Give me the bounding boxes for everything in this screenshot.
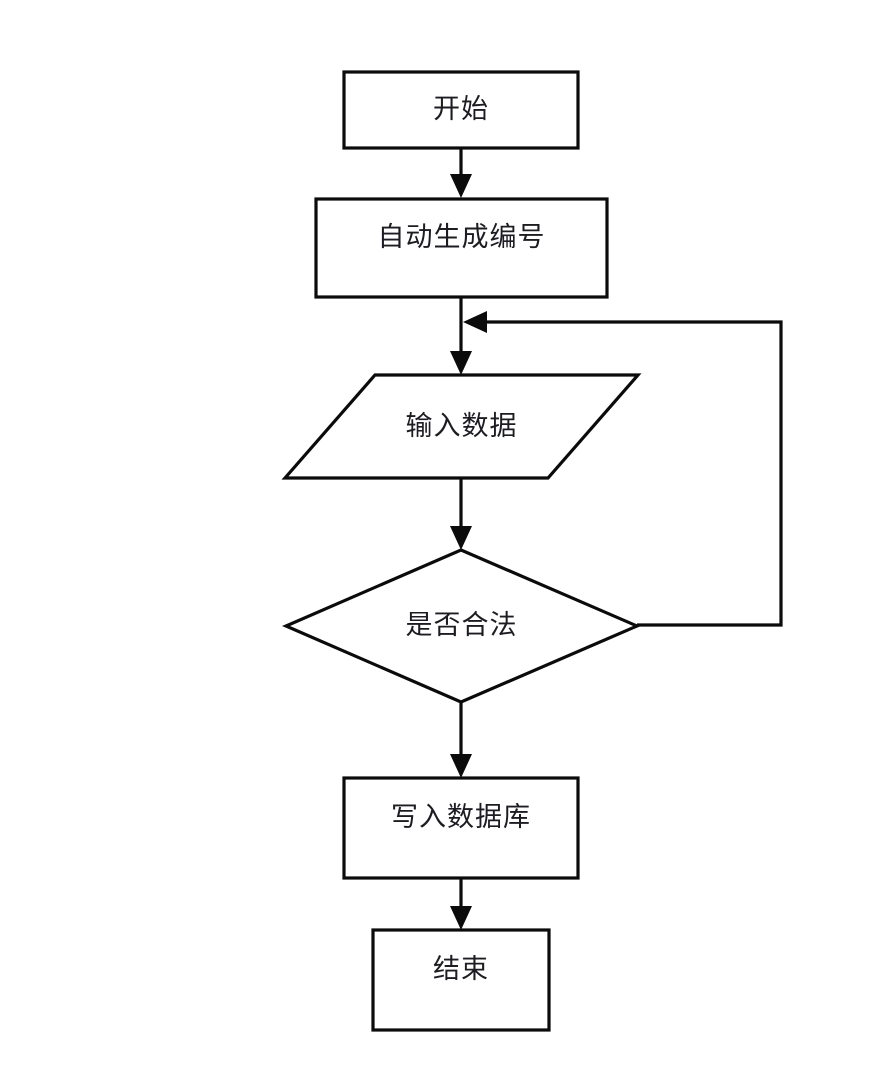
arrowhead-down-icon xyxy=(450,174,472,198)
edge-input-data-to-is-valid xyxy=(450,478,472,550)
node-is-valid-shape[interactable] xyxy=(281,548,642,704)
node-write-db-shape[interactable] xyxy=(342,776,580,880)
arrowhead-down-icon xyxy=(450,906,472,930)
edge-start-to-generate-id xyxy=(450,148,472,198)
node-generate-id-shape[interactable] xyxy=(314,197,609,299)
arrowhead-down-icon xyxy=(450,754,472,778)
node-end-shape[interactable] xyxy=(371,928,551,1032)
edge-is-valid-to-write-db xyxy=(450,702,472,778)
arrowhead-down-icon xyxy=(450,526,472,550)
arrowhead-left-icon xyxy=(463,311,487,333)
edge-is-valid-loopback-to-input-data xyxy=(463,311,783,627)
arrowhead-down-icon xyxy=(450,351,472,375)
edge-generate-id-to-input-data xyxy=(450,297,472,375)
node-start-shape[interactable] xyxy=(342,70,580,150)
edge-write-db-to-end xyxy=(450,878,472,930)
node-input-data-shape[interactable] xyxy=(281,373,642,480)
